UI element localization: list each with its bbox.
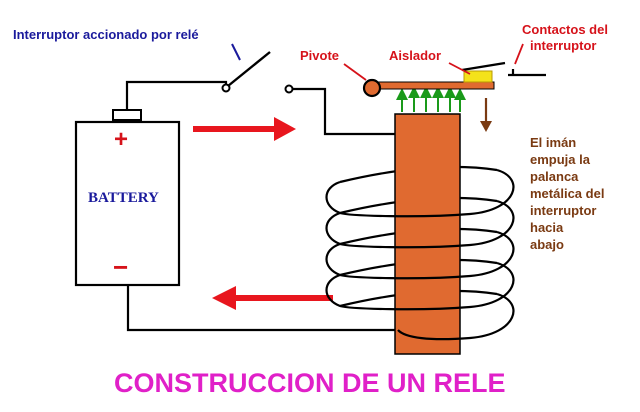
contacts-label-line-1: Contactos del <box>522 22 608 37</box>
battery: + BATTERY − <box>74 109 181 287</box>
switch-blade <box>227 51 271 87</box>
switch-label-pointer <box>231 43 241 61</box>
armature-assembly <box>362 61 546 132</box>
insulator-block <box>463 70 493 83</box>
pivot-label: Pivote <box>300 48 339 63</box>
contacts-label-line-2: interruptor <box>530 38 596 53</box>
switch-terminal-right <box>284 84 294 94</box>
magnetic-field-arrows <box>396 86 466 112</box>
upper-contact-blade <box>461 61 506 72</box>
current-arrows <box>193 117 333 310</box>
insulator-pointer <box>448 62 471 75</box>
explanation-line-7: abajo <box>530 237 564 252</box>
armature-lever <box>371 81 495 90</box>
battery-body <box>74 120 181 287</box>
battery-plus-sign: + <box>114 126 128 153</box>
explanation-line-2: empuja la <box>530 152 591 167</box>
contacts-pointer <box>514 43 524 65</box>
coil-front-turns <box>325 168 515 341</box>
diagram-title: CONSTRUCCION DE UN RELE <box>114 368 506 398</box>
explanation-line-3: palanca <box>530 169 579 184</box>
current-arrow-right <box>193 117 296 141</box>
wire-battery-to-switch <box>125 80 228 110</box>
current-arrow-left <box>212 286 333 310</box>
relay-operated-switch <box>221 43 294 94</box>
push-down-arrow-head <box>480 121 492 132</box>
explanation-line-6: hacia <box>530 220 564 235</box>
wire-switch-to-coil <box>289 87 395 136</box>
explanation-line-5: interruptor <box>530 203 596 218</box>
battery-label: BATTERY <box>88 190 159 206</box>
wire-coil-bottom-to-battery <box>126 283 398 332</box>
pivot <box>362 78 382 98</box>
switch-terminal-left <box>221 83 231 93</box>
explanation-line-4: metálica del <box>530 186 604 201</box>
contacts-label: Contactos del interruptor <box>522 22 612 53</box>
iron-core <box>394 113 461 355</box>
battery-minus-sign: − <box>113 252 128 282</box>
label-pointers <box>343 43 524 81</box>
battery-terminal <box>112 109 142 121</box>
insulator-label: Aislador <box>389 48 441 63</box>
pivot-pointer <box>343 63 367 81</box>
explanation-line-1: El imán <box>530 135 576 150</box>
switch-label: Interruptor accionado por relé <box>13 27 199 42</box>
explanation-label: El imán empuja la palanca metálica del i… <box>530 135 608 252</box>
